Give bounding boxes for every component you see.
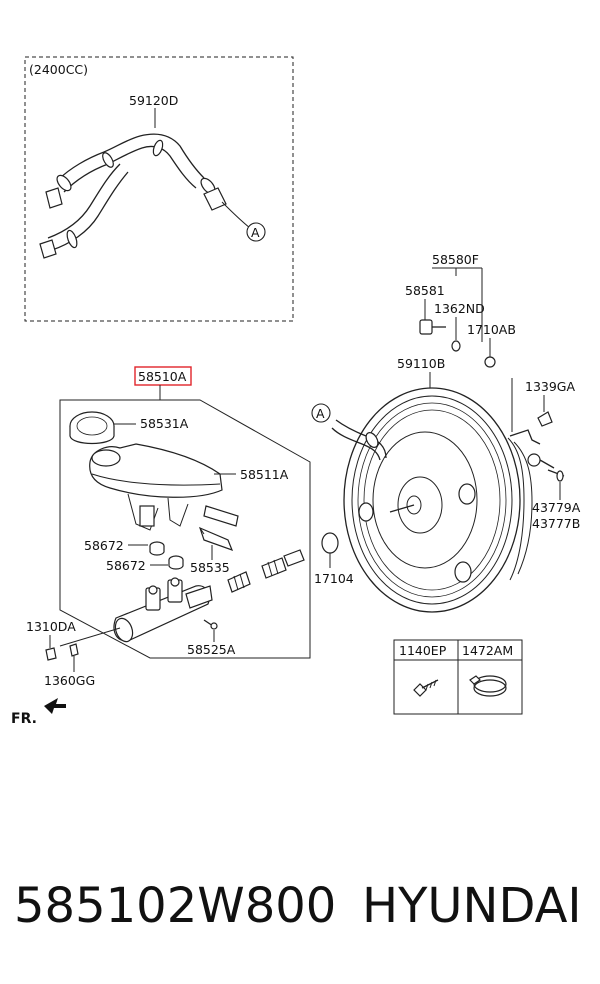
footer-part-number: 585102W800 [14, 878, 337, 934]
nut-1339GA [537, 411, 553, 427]
booster-body-59110B [343, 387, 555, 613]
master-cylinder-group: 58510A 58531A 58511A 5867 [26, 366, 311, 688]
label-58535: 58535 [190, 560, 230, 575]
highlight-58510A [134, 366, 192, 386]
inset-variant-label: (2400CC) [29, 62, 88, 77]
label-1310DA: 1310DA [26, 619, 76, 634]
clip-1710AB [484, 356, 496, 368]
label-58581: 58581 [405, 283, 445, 298]
hose-clamp-icon [469, 675, 507, 697]
connector-ref-circle [246, 222, 266, 242]
label-43779A: 43779A [532, 500, 581, 515]
seal-17104 [321, 532, 339, 554]
front-marker: FR. [11, 698, 66, 727]
label-58531A: 58531A [140, 416, 189, 431]
legend-table: 1140EP 1472AM [393, 639, 523, 715]
piston-springs [227, 549, 305, 593]
label-17104: 17104 [314, 571, 354, 586]
label-1339GA: 1339GA [525, 379, 575, 394]
label-58510A: 58510A [138, 369, 187, 384]
check-valve-58581 [419, 319, 446, 335]
footer-brand: HYUNDAI [362, 878, 582, 934]
brake-booster-group: 58580F 58581 1362ND 1710AB 59110B 1339GA [311, 252, 581, 613]
bolt-icon [413, 679, 439, 697]
inset-hose-label: 59120D [129, 93, 178, 108]
label-58525A: 58525A [187, 642, 236, 657]
inset-frame [24, 56, 294, 322]
nut-1310DA [45, 647, 57, 661]
booster-ref-circle [311, 403, 331, 423]
front-arrow-icon [44, 698, 66, 714]
grommet-58672-lower [168, 555, 184, 570]
vacuum-hose-2400 [39, 133, 251, 259]
label-58672-upper: 58672 [84, 538, 124, 553]
sensor-58535 [199, 526, 234, 552]
legend-col1-label: 1140EP [399, 643, 447, 658]
label-43777B: 43777B [532, 516, 580, 531]
cylinder-body [59, 577, 213, 647]
label-1360GG: 1360GG [44, 673, 95, 688]
label-1362ND: 1362ND [434, 301, 485, 316]
legend-col2-label: 1472AM [462, 643, 513, 658]
bolt-head-58525A [210, 622, 218, 630]
label-59110B: 59110B [397, 356, 445, 371]
booster-vacuum-port [331, 419, 387, 461]
label-1710AB: 1710AB [467, 322, 516, 337]
booster-ref-label: A [316, 406, 325, 421]
clip-43777B [556, 470, 564, 482]
reservoir-58511A [89, 443, 239, 531]
grommet-1362ND [451, 340, 461, 352]
reservoir-cap-58531A [69, 411, 115, 445]
assembly-outline [59, 399, 311, 659]
label-58511A: 58511A [240, 467, 289, 482]
label-58672-lower: 58672 [106, 558, 146, 573]
inset-connector-ref: A [251, 225, 260, 240]
front-marker-label: FR. [11, 711, 37, 727]
label-58580F: 58580F [432, 252, 479, 267]
inset-2400cc: (2400CC) 59120D A [24, 56, 294, 322]
washer-1360GG [69, 643, 79, 657]
grommet-58672-upper [149, 541, 165, 556]
